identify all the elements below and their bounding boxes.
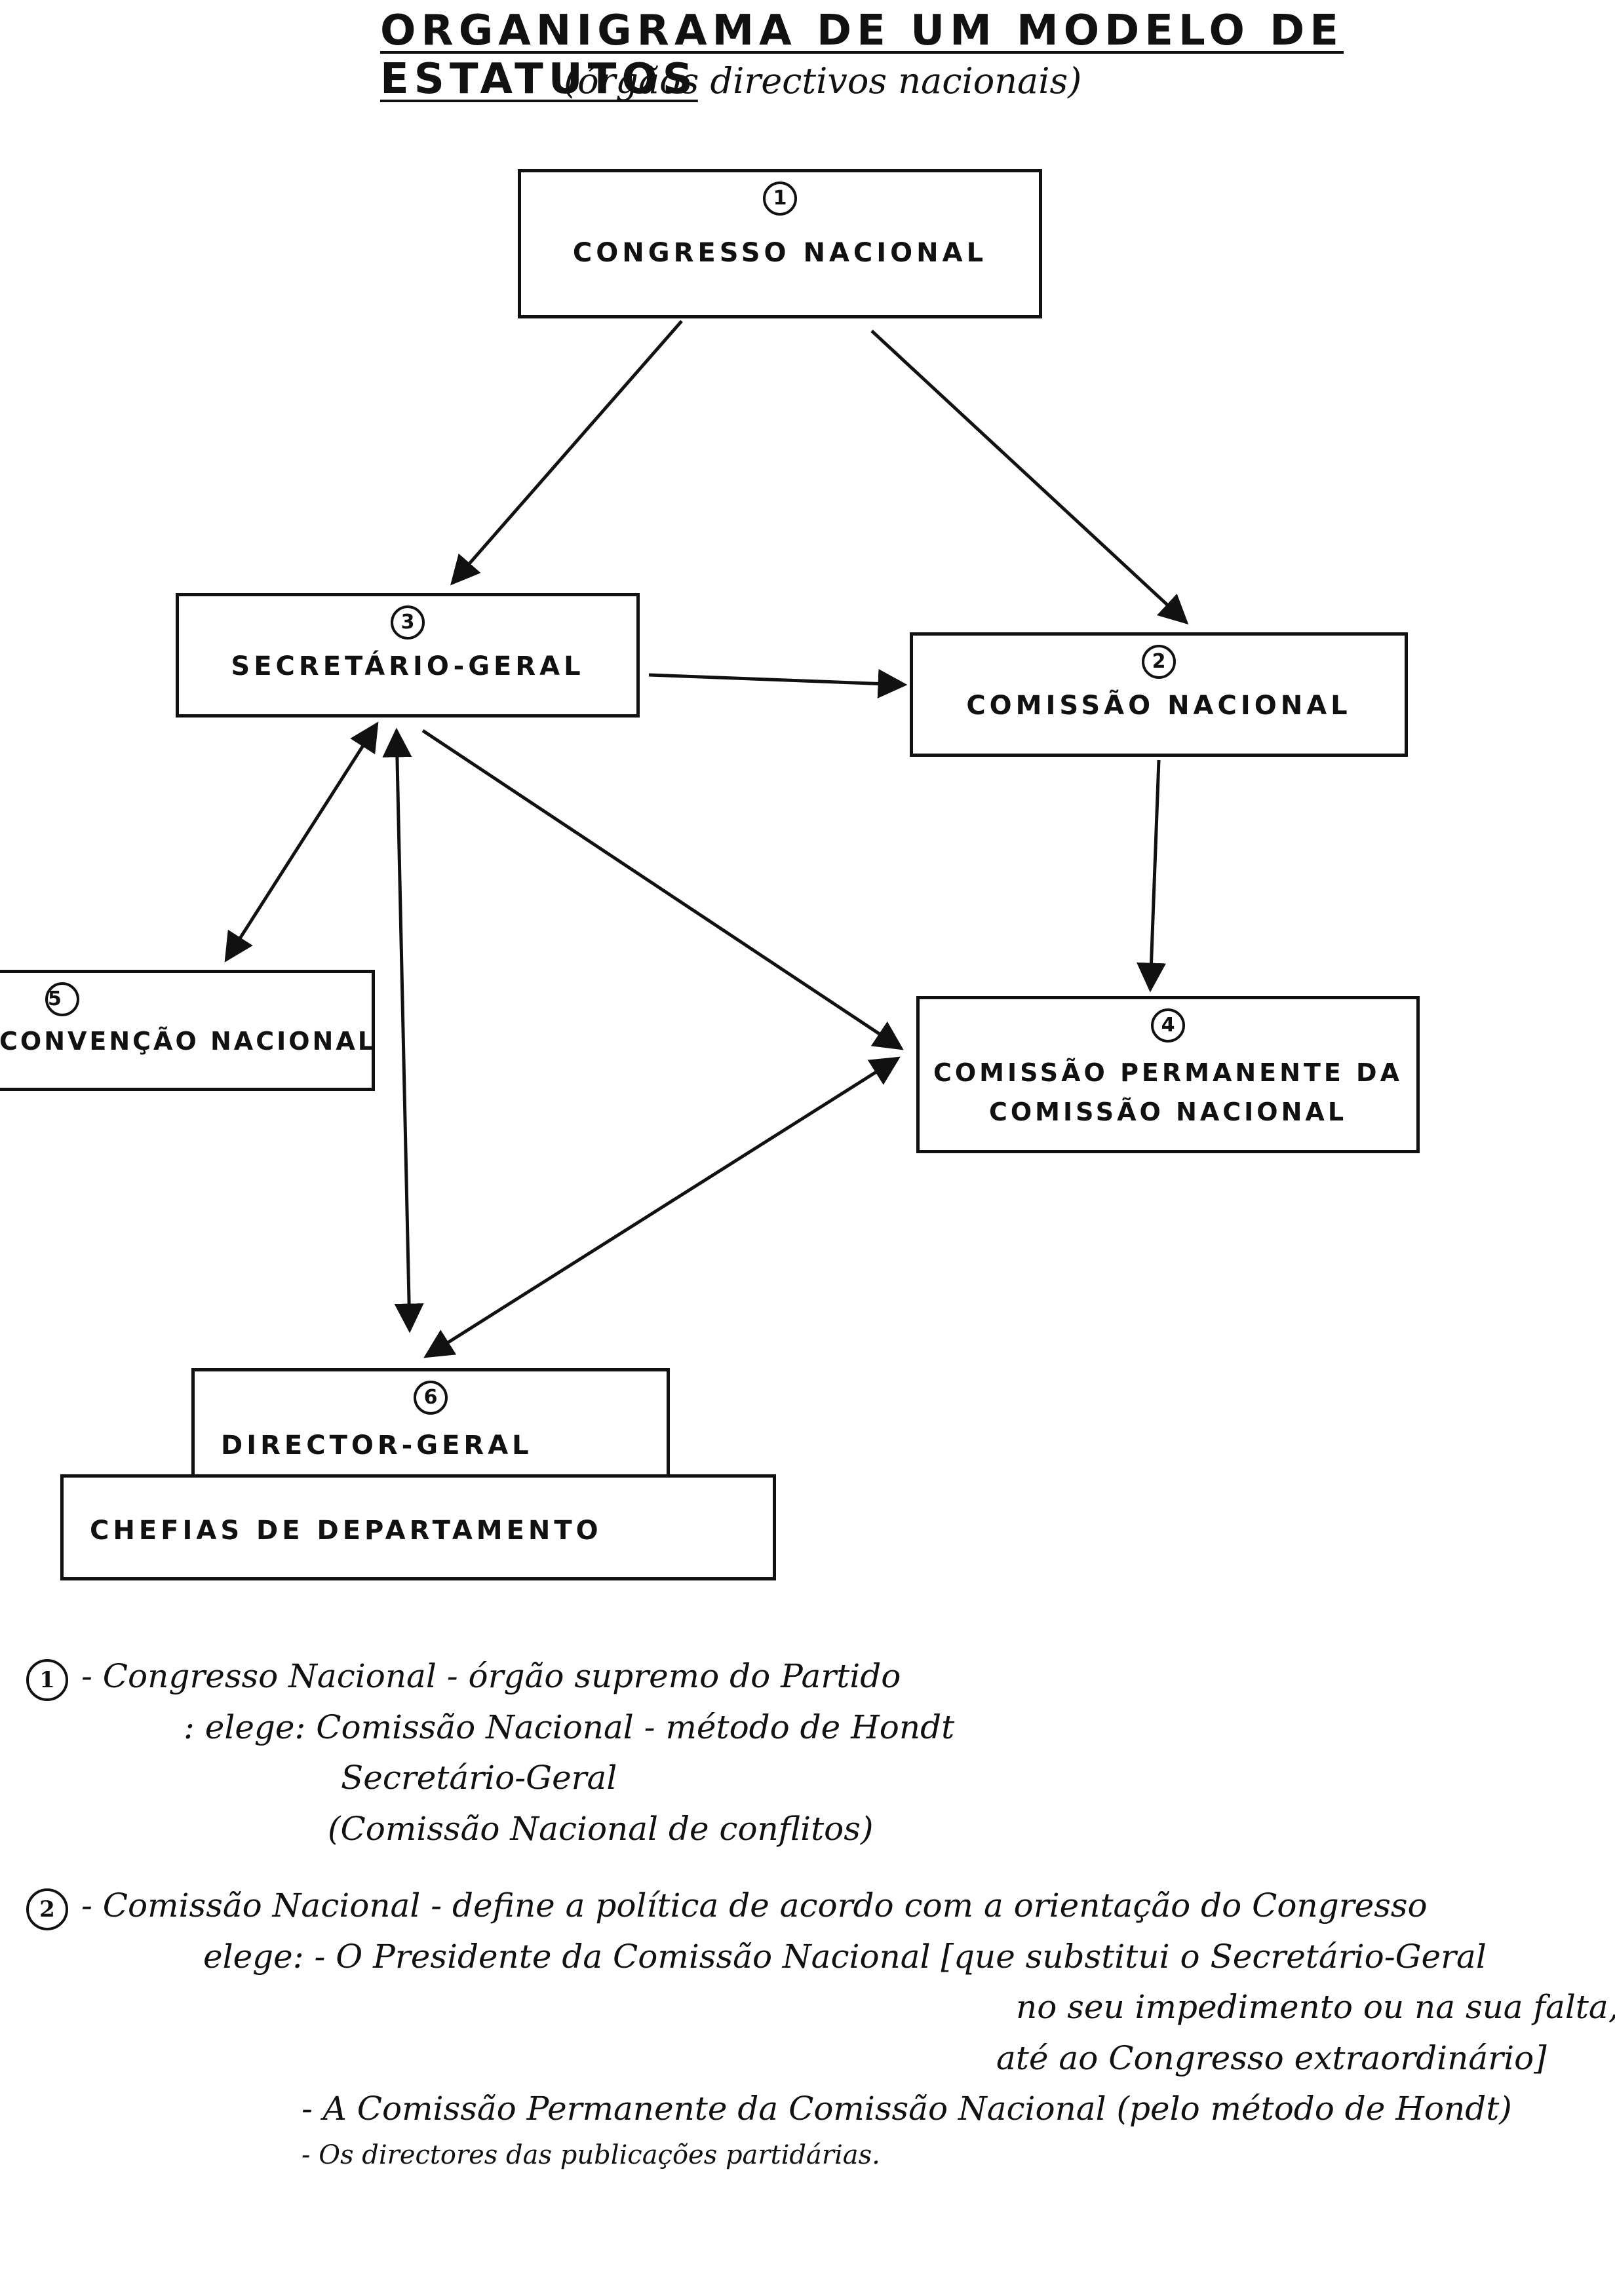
box-label: SECRETÁRIO-GERAL	[231, 651, 585, 681]
box-label-line2: COMISSÃO NACIONAL	[988, 1098, 1348, 1126]
box-number: 1	[521, 182, 1039, 216]
arrow-secretario-to-comissao	[648, 668, 908, 698]
arrow-congresso-to-comissao	[870, 330, 1189, 625]
note-text: - Comissão Nacional - define a política …	[81, 1886, 1428, 1924]
note-text: - Congresso Nacional - órgão supremo do …	[81, 1657, 901, 1695]
note-2-line-2: elege: - O Presidente da Comissão Nacion…	[203, 1937, 1487, 1976]
arrow-secretario-to-permanente	[421, 729, 904, 1050]
arrow-congresso-to-secretario	[450, 320, 683, 586]
note-1-number: 1	[26, 1659, 68, 1701]
note-2-line-4: até ao Congresso extraordinário]	[996, 2038, 1547, 2077]
page-subtitle: (órgãos directivos nacionais)	[564, 60, 1082, 102]
notes-section: 1 - Congresso Nacional - órgão supremo do…	[26, 1651, 1615, 2175]
box-comissao-nacional: 2 COMISSÃO NACIONAL	[910, 632, 1408, 757]
note-2-line-3: no seu impedimento ou na sua falta,	[1016, 1988, 1615, 2026]
box-comissao-permanente: 4 COMISSÃO PERMANENTE DA COMISSÃO NACION…	[916, 996, 1420, 1153]
box-number: 4	[920, 1008, 1416, 1043]
box-label: DIRECTOR-GERAL	[221, 1430, 533, 1461]
page-title: ORGANIGRAMA DE UM MODELO DE ESTATUTOS	[380, 7, 1344, 104]
box-number: 3	[179, 605, 636, 640]
arrow-permanente-director	[423, 1056, 901, 1358]
box-label: CHEFIAS DE DEPARTAMENTO	[90, 1516, 602, 1546]
box-convencao-nacional: 5 CONVENÇÃO NACIONAL	[0, 970, 375, 1091]
box-director-geral: 6 DIRECTOR-GERAL	[191, 1368, 670, 1486]
box-number: 5	[0, 982, 372, 1016]
box-label: COMISSÃO NACIONAL	[966, 691, 1352, 721]
note-1-line-1: 1 - Congresso Nacional - órgão supremo do…	[26, 1651, 1586, 1702]
box-number: 6	[195, 1381, 667, 1415]
note-2-number: 2	[26, 1888, 68, 1930]
box-label: CONGRESSO NACIONAL	[572, 238, 988, 268]
box-secretario-geral: 3 SECRETÁRIO-GERAL	[176, 593, 640, 718]
note-1-line-4: (Comissão Nacional de conflitos)	[328, 1809, 874, 1848]
note-2-line-1: 2 - Comissão Nacional - define a política…	[26, 1881, 1586, 1932]
box-chefias-departamento: CHEFIAS DE DEPARTAMENTO	[60, 1474, 776, 1580]
box-congresso-nacional: 1 CONGRESSO NACIONAL	[518, 169, 1042, 318]
note-2-line-6: - Os directores das publicações partidár…	[302, 2139, 880, 2170]
note-1-line-2: : elege: Comissão Nacional - método de H…	[184, 1708, 955, 1746]
box-label: CONVENÇÃO NACIONAL	[0, 1027, 376, 1056]
box-number: 2	[913, 645, 1405, 679]
arrow-secretario-director	[382, 727, 424, 1333]
note-2-line-5: - A Comissão Permanente da Comissão Naci…	[302, 2090, 1512, 2128]
arrow-secretario-convencao	[224, 721, 379, 963]
arrow-comissao-to-permanente	[1137, 759, 1166, 993]
note-1-line-3: Secretário-Geral	[341, 1759, 617, 1797]
box-label-line1: COMISSÃO PERMANENTE DA	[933, 1058, 1403, 1087]
